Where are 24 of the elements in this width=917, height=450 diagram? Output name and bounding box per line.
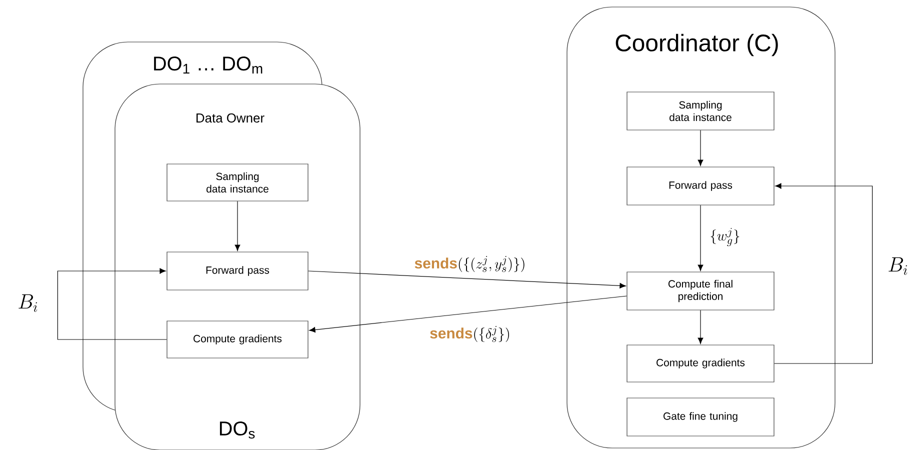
arrow <box>57 268 167 340</box>
card-title: DO$_{1}$ … DO$_{m}$ <box>154 56 262 74</box>
arrow <box>698 130 704 166</box>
process-box: Forward pass <box>626 166 774 206</box>
node-label: Data Owner <box>196 113 264 123</box>
arrow <box>698 310 704 344</box>
arrow <box>309 296 627 332</box>
process-box: Compute gradients <box>626 344 774 382</box>
process-box: Gate fine tuning <box>626 398 774 436</box>
process-box: Sampling data instance <box>626 92 774 130</box>
edge-label: ${\color[HTML]{C8893F}\mathbf{sends}}(\{\delta_s^j\})$ <box>428 325 512 343</box>
arrow <box>234 201 240 251</box>
arrow <box>698 205 704 271</box>
process-box: Compute final prediction <box>626 272 774 310</box>
edge-label: ${\color[HTML]{C8893F}\mathbf{sends}}(\{(z_s^j, y_s^j)\})$ <box>413 255 527 273</box>
process-box: Sampling data instance <box>166 164 308 202</box>
process-box: Forward pass <box>166 252 308 290</box>
arrow <box>774 183 873 364</box>
arrow <box>308 270 626 288</box>
process-box: Compute gradients <box>166 320 308 358</box>
node-label: DO$_{s}$ <box>220 421 255 439</box>
edge-label: $B_i$ <box>886 256 910 276</box>
edge-label: $B_i$ <box>16 293 40 313</box>
edge-label: $\{w_g^j\}$ <box>708 226 742 248</box>
